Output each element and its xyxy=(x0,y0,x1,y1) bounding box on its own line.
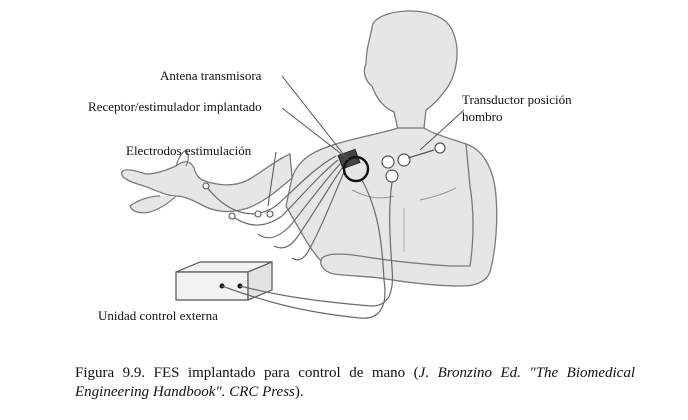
caption-reference: J. Bronzino Ed. "The Biomedical Engineer… xyxy=(75,365,635,400)
label-control-unit: Unidad control externa xyxy=(98,308,218,323)
fingers xyxy=(175,149,189,167)
shoulder-transducer xyxy=(381,142,446,183)
label-antenna: Antena transmisora xyxy=(160,68,262,83)
electrode-leads xyxy=(205,155,345,261)
label-electrodes: Electrodos estimulación xyxy=(126,143,252,158)
label-receiver: Receptor/estimulador implantado xyxy=(88,99,262,114)
figure-caption: Figura 9.9. FES implantado para control … xyxy=(75,364,635,402)
caption-suffix: ). xyxy=(294,384,304,400)
electrode-points xyxy=(202,182,274,220)
head xyxy=(363,10,458,131)
label-transducer-line2: hombro xyxy=(462,109,502,124)
label-transducer-line1: Transductor posición xyxy=(462,92,572,107)
lower-arm-edge xyxy=(129,195,177,214)
fes-diagram: Antena transmisora Receptor/estimulador … xyxy=(88,10,572,323)
label-leaders xyxy=(267,75,465,207)
human-torso xyxy=(121,10,498,287)
caption-prefix: Figura 9.9. FES implantado para control … xyxy=(75,365,419,381)
torso xyxy=(285,127,494,273)
right-arm xyxy=(320,143,498,287)
control-cables xyxy=(221,179,394,319)
external-control-unit xyxy=(175,261,273,301)
antenna-coil xyxy=(342,155,370,183)
